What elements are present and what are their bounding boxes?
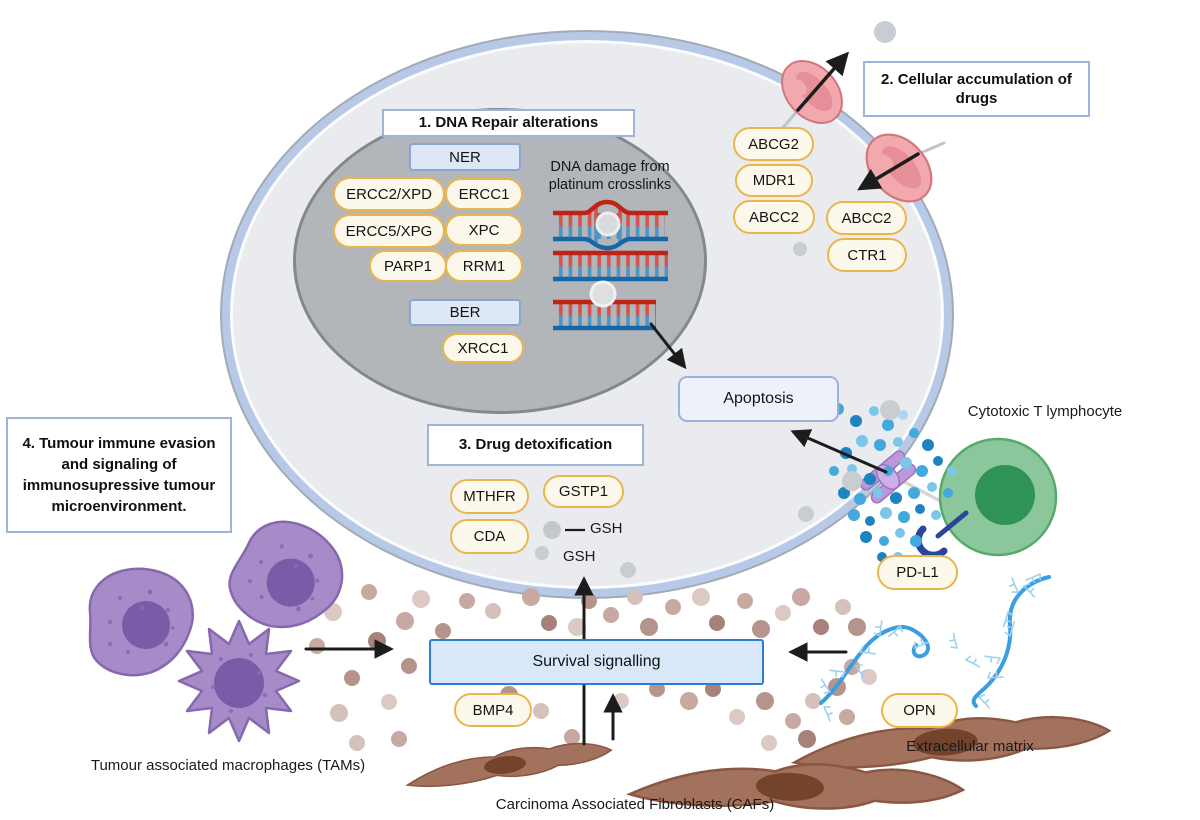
section-title-dna-repair: 1. DNA Repair alterations [382, 109, 635, 137]
drug-molecule-dots [499, 21, 900, 578]
gene-pill-ercc1: ERCC1 [445, 178, 523, 210]
gene-pill-abcg2: ABCG2 [733, 127, 814, 161]
gene-pill-cda: CDA [450, 519, 529, 554]
ner-pathway-box: NER [409, 143, 521, 171]
gene-pill-parp1: PARP1 [369, 250, 447, 282]
gsh-free-label: GSH [563, 548, 596, 565]
dna-damage-caption: DNA damage from platinum crosslinks [548, 159, 672, 194]
gene-pill-mthfr: MTHFR [450, 479, 529, 514]
gene-pill-abcc2-inner: ABCC2 [733, 200, 815, 234]
section-title-drug-accumulation: 2. Cellular accumulation of drugs [863, 61, 1090, 117]
gene-pill-opn: OPN [881, 693, 958, 728]
gene-pill-abcc2-outer: ABCC2 [826, 201, 907, 235]
gene-pill-xrcc1: XRCC1 [442, 333, 524, 363]
macrophage-cells [88, 504, 361, 743]
gene-pill-ercc2-xpd: ERCC2/XPD [333, 177, 445, 211]
gene-pill-gstp1: GSTP1 [543, 475, 624, 508]
survival-signalling-box: Survival signalling [429, 639, 764, 685]
dna-damage-illustration [553, 199, 668, 331]
pd1-receptor-icon [914, 510, 969, 559]
gene-pill-bmp4: BMP4 [454, 693, 532, 727]
caption-cafs: Carcinoma Associated Fibroblasts (CAFs) [495, 796, 775, 813]
section-title-drug-detox: 3. Drug detoxification [427, 424, 644, 466]
gene-pill-mdr1: MDR1 [735, 164, 813, 197]
gene-pill-ctr1: CTR1 [827, 238, 907, 272]
caption-tams: Tumour associated macrophages (TAMs) [90, 757, 366, 774]
gene-pill-xpc: XPC [445, 214, 523, 246]
caption-t-lymphocyte: Cytotoxic T lymphocyte [967, 403, 1123, 420]
section-title-immune-evasion: 4. Tumour immune evasion and signaling o… [6, 417, 232, 533]
signalling-molecule-dots [309, 584, 877, 751]
t-lymphocyte-cell [938, 437, 1058, 557]
ecm-fibers [816, 568, 1051, 722]
apoptosis-box: Apoptosis [678, 376, 839, 422]
caption-ecm: Extracellular matrix [906, 738, 1034, 755]
cytotoxic-granule-dots [829, 403, 957, 562]
gene-pill-rrm1: RRM1 [445, 250, 523, 282]
gene-pill-pdl1: PD-L1 [877, 555, 958, 590]
gsh-conjugate-label: GSH [590, 520, 623, 537]
gene-pill-ercc5-xpg: ERCC5/XPG [333, 214, 445, 248]
ber-pathway-box: BER [409, 299, 521, 326]
flow-arrows [304, 51, 920, 746]
